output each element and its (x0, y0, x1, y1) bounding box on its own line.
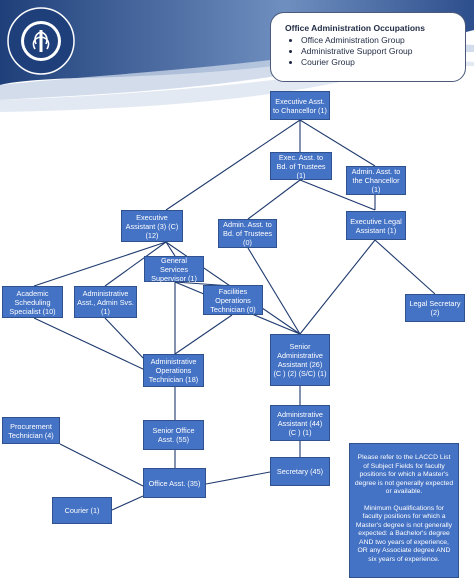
district-logo (7, 7, 75, 75)
position-facilities-operations-technician: Facilities Operations Technician (0) (203, 285, 263, 315)
position-executive-assistant: Executive Assistant (3) (C) (12) (121, 210, 183, 242)
position-general-services-supervisor: General Services Supervisor (1) (144, 256, 204, 283)
position-admin-asst-to-trustees: Admin. Asst. to Bd. of Trustees (0) (218, 219, 277, 248)
position-administrative-operations-technician: Administrative Operations Technician (18… (143, 354, 204, 387)
position-senior-office-asst: Senior Office Asst. (55) (143, 420, 204, 450)
position-senior-administrative-assistant: Senior Administrative Assistant (26) (C … (270, 334, 330, 386)
position-admin-asst-to-chancellor: Admin. Asst. to the Chancellor (1) (346, 166, 406, 195)
position-procurement-technician: Procurement Technician (4) (2, 417, 60, 444)
qualifications-note: Please refer to the LACCD List of Subjec… (349, 443, 459, 578)
legend-item: Administrative Support Group (301, 46, 455, 57)
position-office-asst: Office Asst. (35) (143, 468, 206, 498)
position-secretary: Secretary (45) (270, 457, 330, 486)
legend-item: Courier Group (301, 57, 455, 68)
note-paragraph: Please refer to the LACCD List of Subjec… (354, 454, 454, 495)
legend: Office Administration Occupations Office… (270, 12, 466, 82)
position-executive-legal-assistant: Executive Legal Assistant (1) (346, 211, 406, 240)
note-paragraph: Minimum Qualifications for faculty posit… (355, 504, 453, 563)
position-courier: Courier (1) (52, 497, 112, 524)
position-academic-scheduling-specialist: Academic Scheduling Specialist (10) (2, 286, 63, 318)
legend-item: Office Administration Group (301, 35, 455, 46)
position-executive-asst-to-chancellor: Executive Asst. to Chancellor (1) (270, 91, 330, 120)
position-exec-asst-to-trustees: Exec. Asst. to Bd. of Trustees (1) (270, 152, 332, 180)
legend-list: Office Administration Group Administrati… (285, 35, 455, 68)
legend-title: Office Administration Occupations (285, 23, 425, 33)
position-administrative-asst-admin-svs: Administrative Asst., Admin Svs. (1) (74, 286, 137, 318)
position-administrative-assistant: Administrative Assistant (44) (C ) (1) (270, 405, 330, 441)
position-legal-secretary: Legal Secretary (2) (405, 294, 465, 322)
